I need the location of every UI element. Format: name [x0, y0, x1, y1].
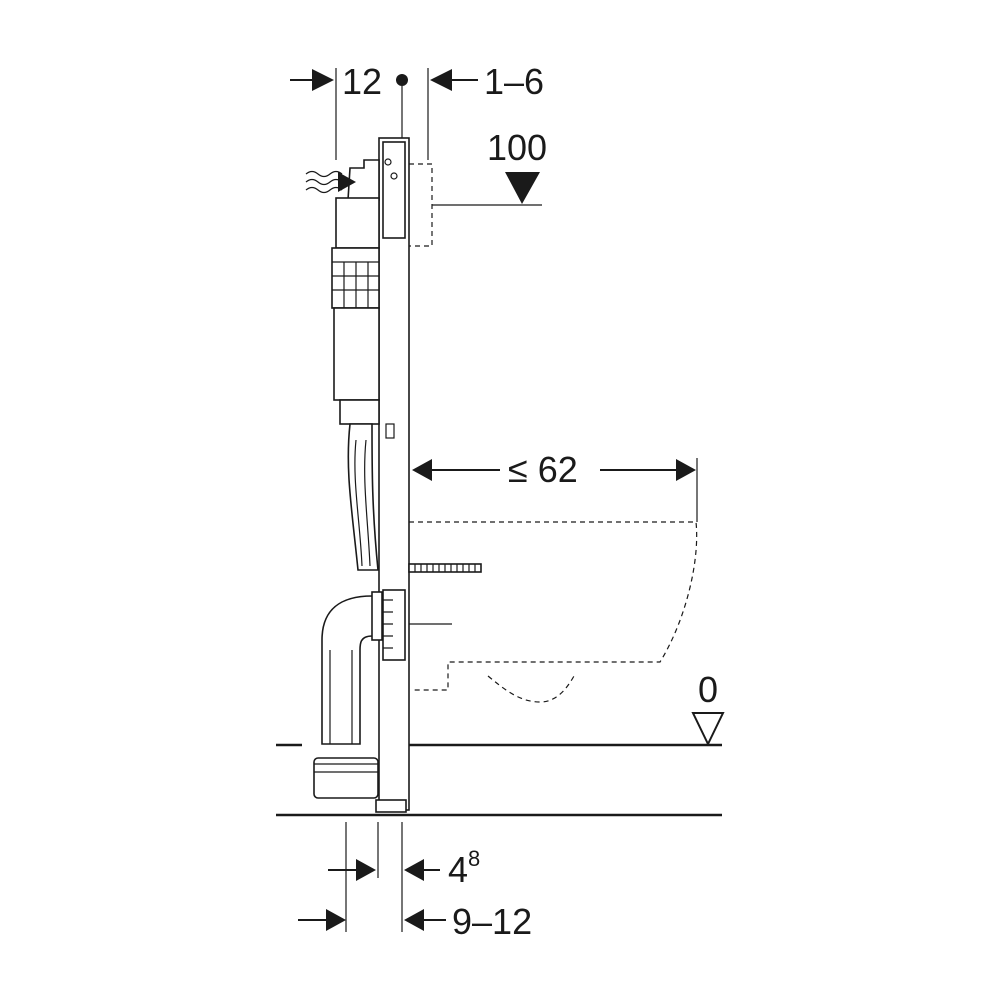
finished-floor: 0 [276, 669, 725, 747]
dim-top-left: 12 [342, 61, 382, 102]
dim-level: 0 [698, 669, 718, 710]
wall-bolt [408, 563, 482, 573]
mounting-frame [375, 137, 410, 813]
dim-bottom-inner: 48 [448, 846, 480, 890]
dim-upper: 100 [487, 127, 547, 168]
top-dimension-group: 12 1–6 [290, 61, 544, 160]
level-marker-icon [691, 712, 725, 747]
wc-pan-outline [409, 521, 698, 703]
flush-plate-outline [409, 163, 433, 247]
dim-top-right: 1–6 [484, 61, 544, 102]
dim-projection: ≤ 62 [508, 449, 578, 490]
concealed-cistern [331, 159, 380, 571]
water-inlet-icon [305, 170, 356, 194]
projection-dimension: ≤ 62 [412, 449, 698, 522]
bottom-dimension-group: 48 9–12 [298, 822, 532, 942]
drain-elbow [313, 591, 383, 799]
height-marker-100: 100 [432, 127, 547, 206]
dim-bottom-outer: 9–12 [452, 901, 532, 942]
